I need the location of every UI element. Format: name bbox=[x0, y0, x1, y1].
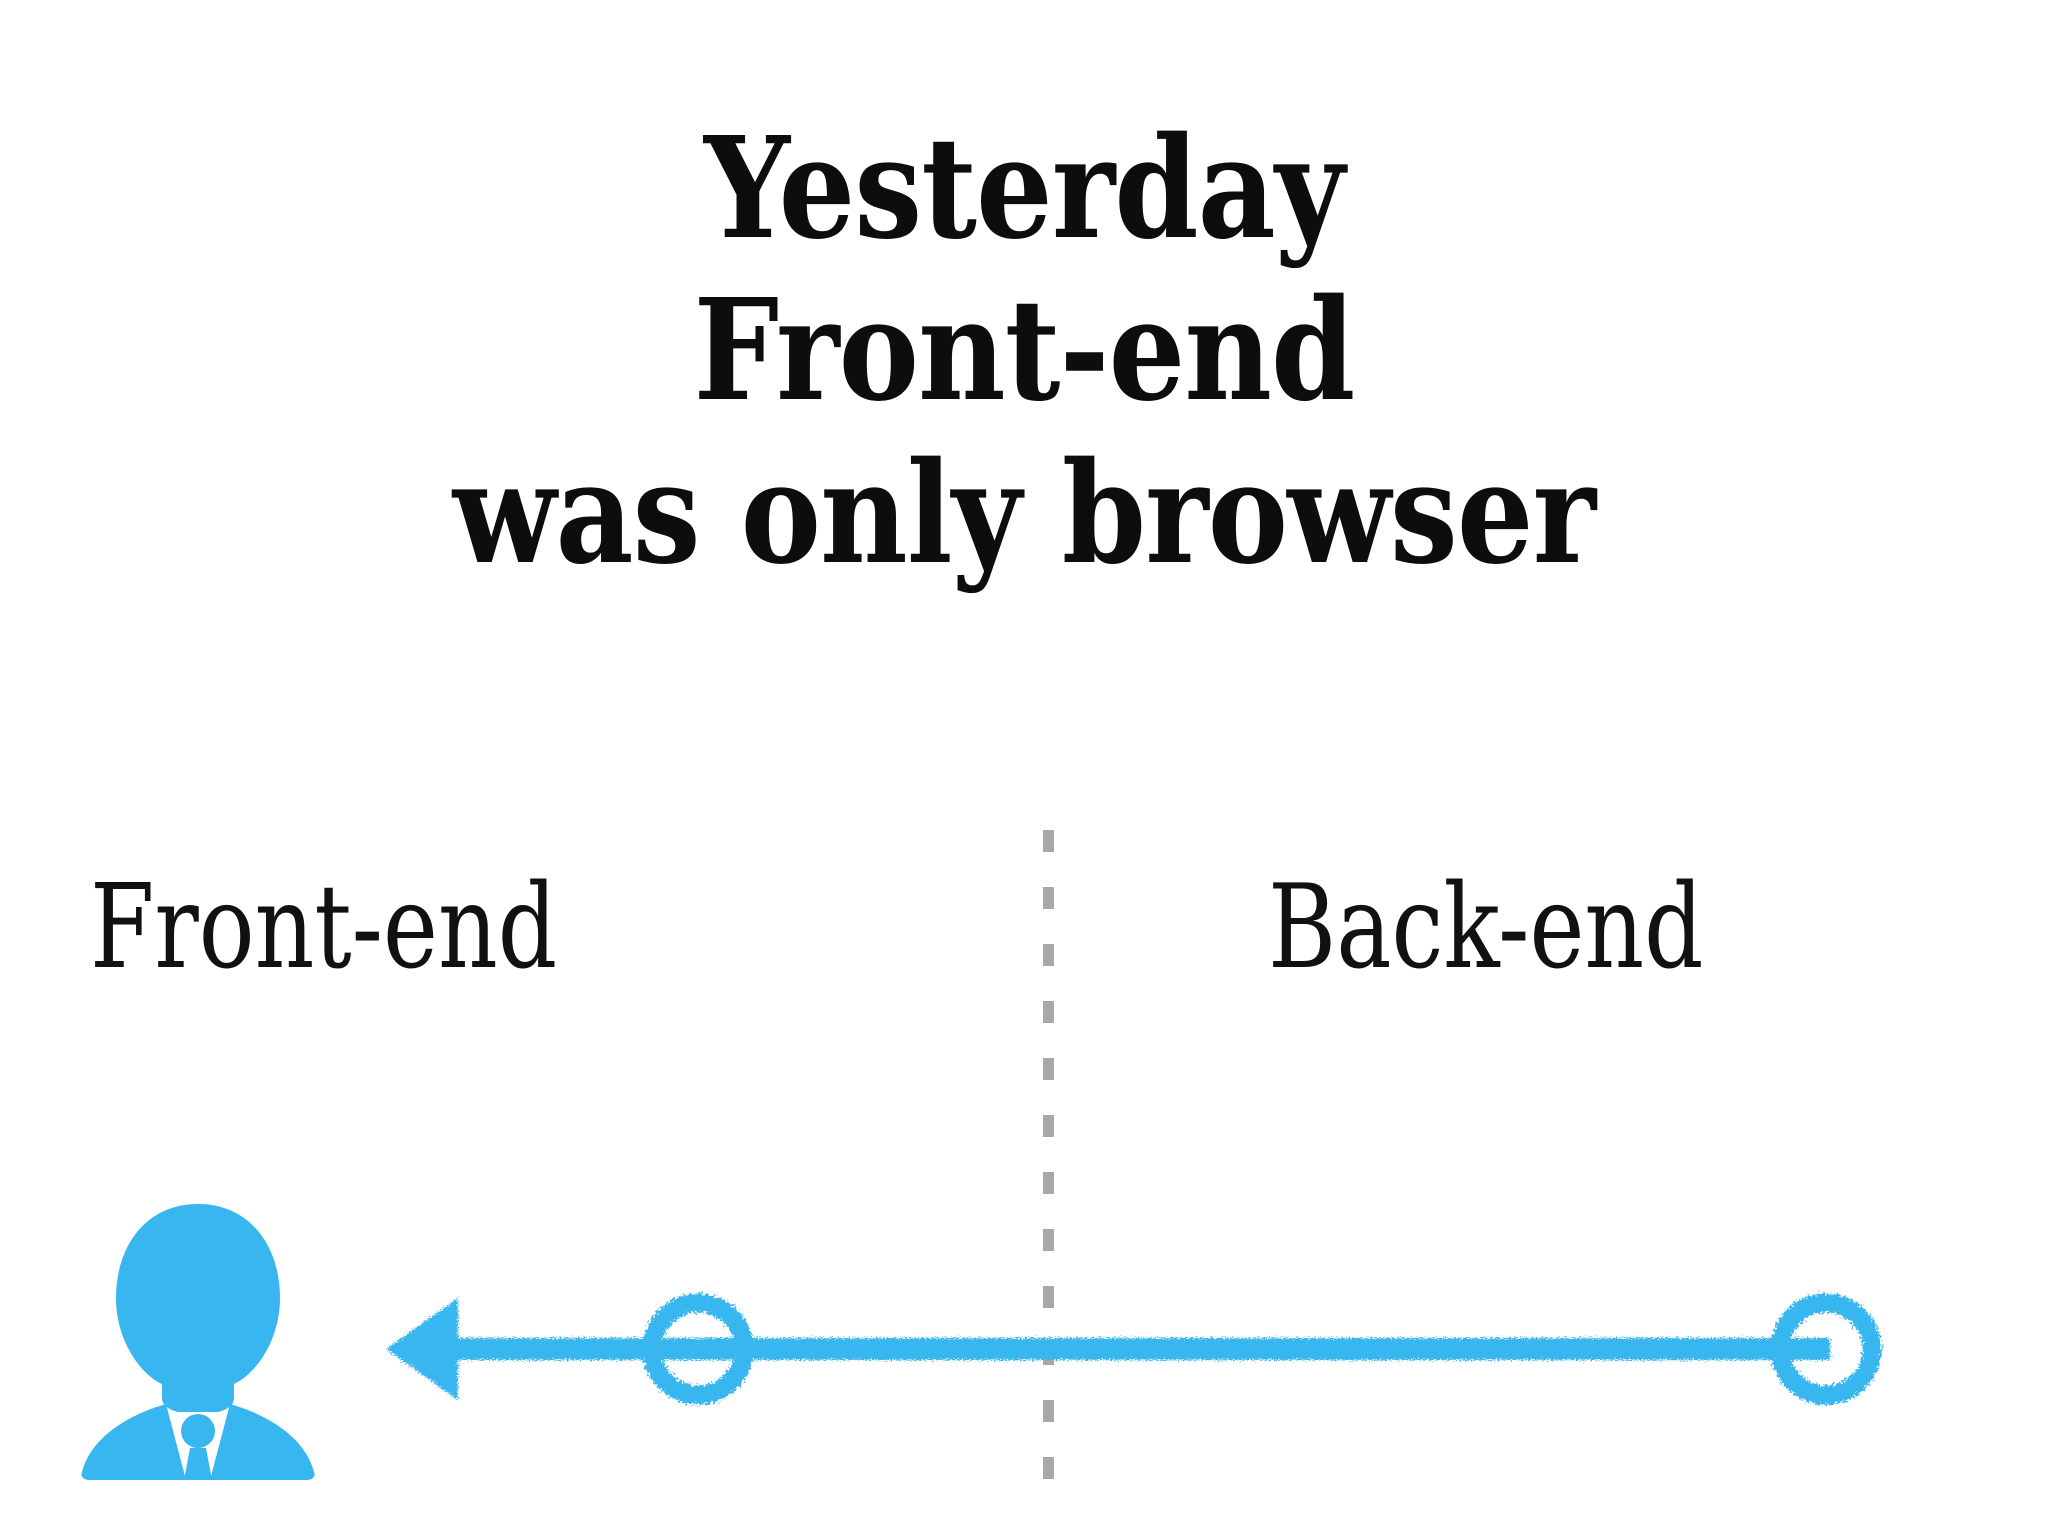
section-label-back-end: Back-end bbox=[1268, 860, 1704, 995]
section-label-front-end: Front-end bbox=[90, 860, 558, 995]
title-line-1: Yesterday bbox=[704, 107, 1345, 271]
page-title: Yesterday Front-end was only browser bbox=[0, 107, 2048, 596]
bidirectional-connector-arrow bbox=[386, 1293, 1882, 1405]
title-line-2: Front-end bbox=[693, 269, 1356, 434]
title-line-3: was only browser bbox=[452, 431, 1596, 596]
businessperson-avatar-icon bbox=[81, 1204, 315, 1480]
